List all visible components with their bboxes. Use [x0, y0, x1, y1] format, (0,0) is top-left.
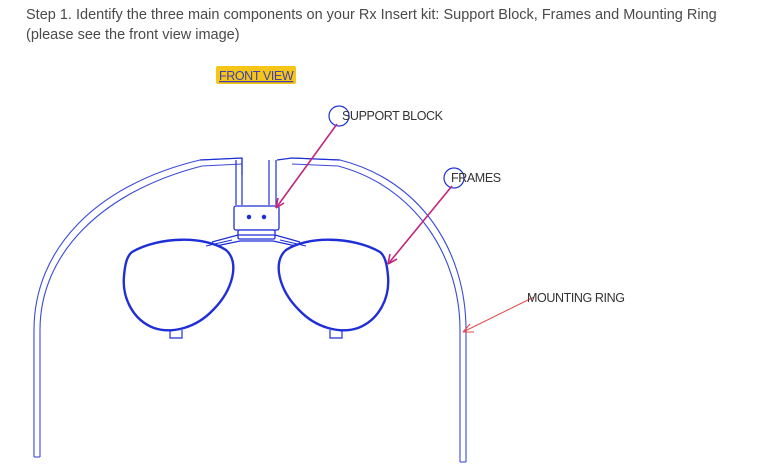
mounting-ring-inner — [39, 163, 243, 457]
frames-callout-circle — [443, 167, 465, 189]
support-block-callout: SUPPORT BLOCK — [275, 105, 444, 209]
support-block-arrow — [275, 123, 338, 209]
mounting-ring-outer-right — [291, 157, 467, 462]
mounting-ring-inner-right — [291, 163, 461, 462]
instruction-text: Step 1. Identify the three main componen… — [26, 5, 771, 45]
front-view-highlight — [216, 66, 296, 84]
left-lens-frame — [122, 238, 235, 339]
mounting-ring-arrowhead — [462, 323, 474, 333]
mounting-ring — [33, 157, 467, 463]
mounting-ring-label: MOUNTING RING — [527, 291, 625, 305]
frames-arrow — [387, 185, 453, 265]
support-block-callout-circle — [328, 105, 350, 127]
instruction-line-2: (please see the front view image) — [26, 27, 240, 43]
frames-callout: FRAMES — [387, 167, 501, 265]
front-view-label: FRONT VIEW — [219, 69, 294, 83]
mounting-ring-callout: MOUNTING RING — [462, 291, 625, 333]
support-block-label: SUPPORT BLOCK — [342, 109, 444, 123]
frames-arrowhead — [387, 253, 398, 265]
bridge-posts — [199, 157, 341, 205]
mounting-ring-arrow — [462, 296, 535, 333]
support-block-arrowhead — [275, 197, 285, 209]
mounting-ring-outer — [33, 157, 243, 457]
support-block — [211, 205, 301, 247]
instruction-line-1: Step 1. Identify the three main componen… — [26, 7, 717, 23]
frames-label: FRAMES — [451, 171, 501, 185]
right-lens-frame — [277, 238, 390, 339]
